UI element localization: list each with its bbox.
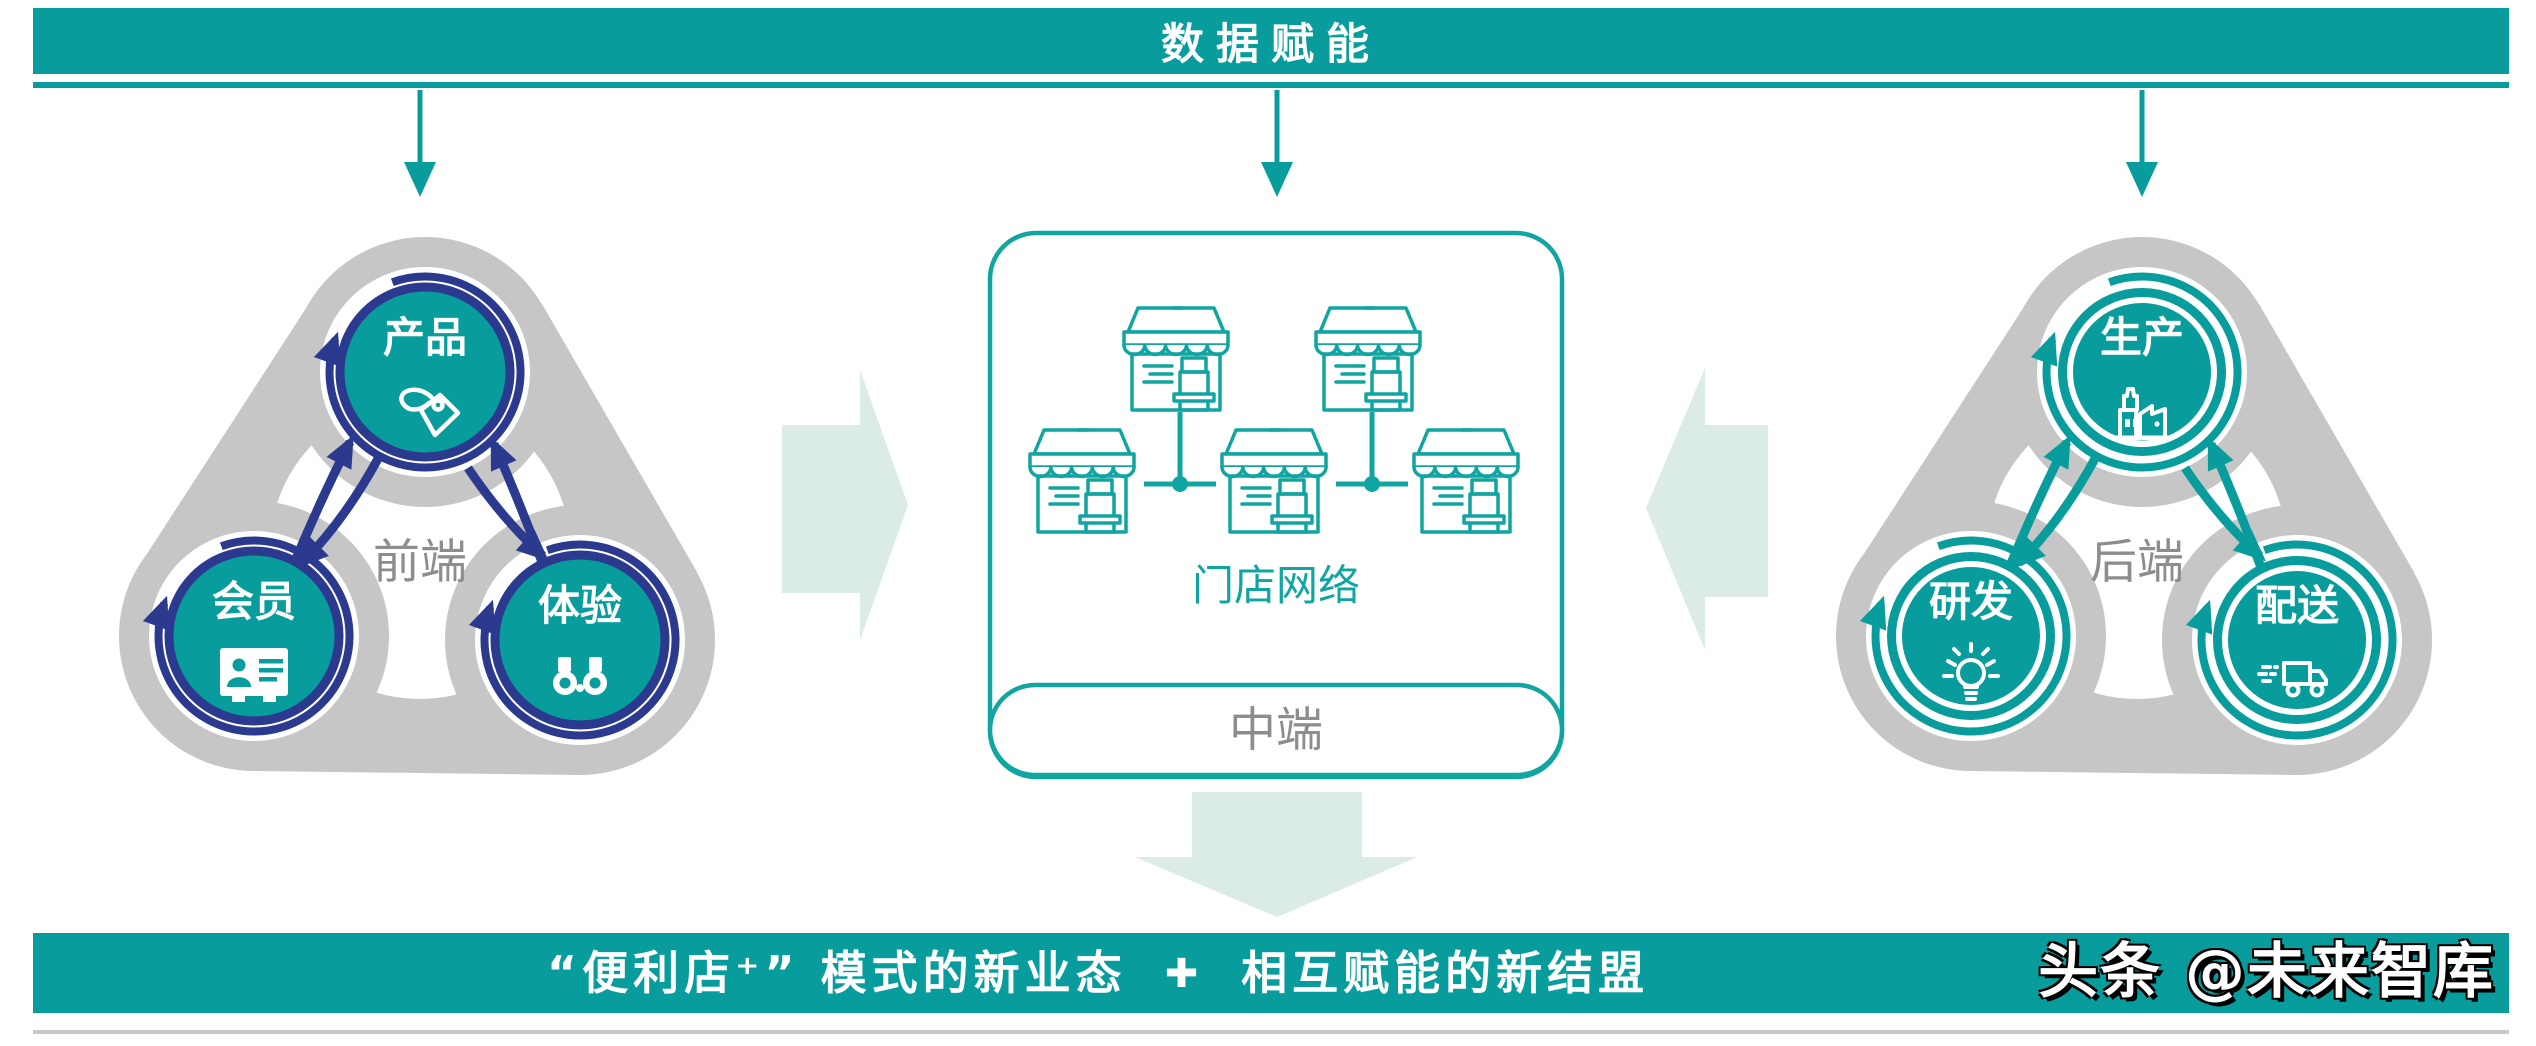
middle-tier-label: 中端	[1229, 703, 1323, 758]
back-node-production: 生产	[2058, 288, 2226, 456]
data-flow-arrows	[404, 90, 2158, 197]
back-node-production-label: 生产	[2100, 313, 2184, 362]
lightbulb-icon	[1942, 642, 2000, 701]
top-banner-rule	[33, 82, 2509, 88]
flow-block-arrows	[782, 368, 1768, 917]
front-cluster: 产品 会员 体验	[119, 237, 715, 775]
back-node-rnd-label: 研发	[1929, 577, 2013, 626]
slogan-left-text: “便利店⁺” 模式的新业态	[546, 946, 1127, 1000]
bottom-banner-slogan: “便利店⁺” 模式的新业态 ✚ 相互赋能的新结盟	[33, 933, 2163, 1013]
front-node-experience-label: 体验	[538, 581, 622, 630]
front-node-product-label: 产品	[383, 313, 467, 362]
top-banner-title: 数据赋能	[1161, 20, 1381, 70]
back-zone-label: 后端	[2090, 535, 2184, 590]
down-arrow-back	[2126, 90, 2158, 197]
block-arrow-front-to-middle	[782, 370, 908, 640]
back-cluster: 生产 研发 配送	[1836, 237, 2432, 775]
block-arrow-back-to-middle	[1646, 368, 1768, 650]
delivery-truck-icon	[2257, 661, 2328, 698]
middle-tier-pill: 中端	[987, 682, 1565, 778]
front-zone-label: 前端	[373, 535, 467, 590]
front-node-experience: 体验	[490, 550, 670, 730]
front-node-member-label: 会员	[212, 577, 296, 626]
store-network	[1028, 306, 1520, 534]
front-node-product: 产品	[335, 282, 515, 462]
binoculars-icon	[553, 657, 607, 695]
back-node-delivery: 配送	[2213, 556, 2381, 724]
down-arrow-middle	[1261, 90, 1293, 197]
back-node-rnd: 研发	[1887, 552, 2055, 720]
top-banner: 数据赋能	[33, 8, 2509, 74]
bottom-banner-rule	[33, 1030, 2509, 1034]
price-tag-icon	[399, 387, 461, 438]
factory-icon	[2112, 387, 2172, 441]
front-node-member: 会员	[164, 546, 344, 726]
member-card-icon	[220, 648, 288, 702]
bottom-banner: “便利店⁺” 模式的新业态 ✚ 相互赋能的新结盟 头条 @未来智库	[33, 933, 2509, 1013]
watermark-logo: 头条 @未来智库	[2038, 937, 2495, 1007]
store-network-label: 门店网络	[1192, 561, 1360, 610]
back-node-delivery-label: 配送	[2255, 581, 2339, 630]
plus-icon: ✚	[1164, 951, 1204, 997]
slogan-right-text: 相互赋能的新结盟	[1241, 946, 1650, 1000]
middle-box: 门店网络 中端	[987, 230, 1565, 780]
down-arrow-front	[404, 90, 436, 197]
block-arrow-middle-to-bottom	[1135, 792, 1417, 917]
